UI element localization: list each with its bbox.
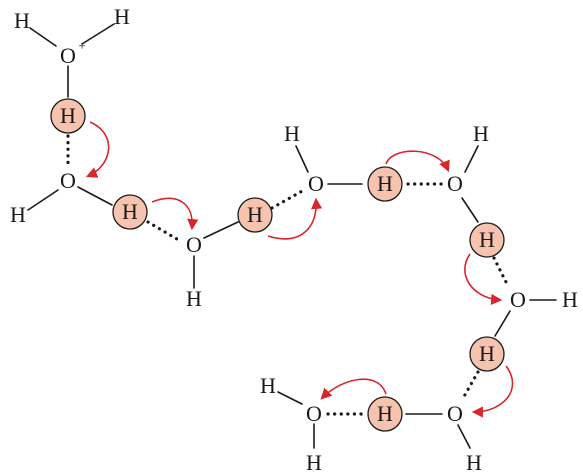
- proton-label: H: [247, 202, 263, 227]
- arrow-shift-1: [85, 121, 110, 178]
- hydrogen-label: H: [260, 373, 276, 398]
- atom-labels: H H O + H H H H H H H O H O H H O H O O …: [10, 4, 578, 475]
- proton-label: H: [60, 103, 76, 128]
- proton-shift-arrows: [85, 121, 514, 418]
- proton-circle-2: [112, 194, 148, 230]
- proton-circle-4: [367, 166, 403, 202]
- hydrogen-label: H: [114, 4, 130, 29]
- oxygen-label: O: [60, 43, 76, 68]
- hydrogen-label: H: [186, 286, 202, 311]
- hydrogen-label: H: [562, 287, 578, 312]
- bond-o5-p5: [461, 197, 479, 223]
- oxygen-label: O: [447, 171, 463, 196]
- bond-o2-p2: [77, 186, 113, 206]
- proton-label: H: [377, 171, 393, 196]
- oxygen-label: O: [510, 287, 526, 312]
- arrow-shift-5: [464, 253, 503, 305]
- bond-h8-o7: [277, 391, 303, 405]
- hydrogen-label: H: [473, 121, 489, 146]
- hydrogen-label: H: [10, 202, 26, 227]
- protons: [50, 98, 505, 432]
- proton-label: H: [122, 199, 138, 224]
- bond-o3-p3: [203, 221, 239, 239]
- bond-h6-o5: [464, 145, 479, 173]
- bond-o8-h10: [457, 424, 471, 449]
- hbond-p6-o8: [460, 370, 480, 402]
- arrow-shift-6: [471, 365, 514, 418]
- hydrogen-label: H: [466, 450, 482, 475]
- bond-h5-o4: [295, 145, 309, 173]
- proton-circle-1: [50, 98, 86, 134]
- hbond-p2-o3: [146, 220, 184, 244]
- hydrogen-label: H: [284, 121, 300, 146]
- bond-h3-o2: [27, 189, 59, 211]
- hbond-p3-o4: [270, 188, 306, 210]
- hydrogen-label: H: [306, 450, 322, 475]
- oxygen-label: O: [308, 171, 324, 196]
- proton-label: H: [479, 341, 495, 366]
- oxygen-label: O: [186, 232, 202, 257]
- arrow-shift-3: [267, 197, 323, 240]
- arrow-shift-2: [151, 197, 199, 231]
- bond-h2-o1: [81, 23, 115, 45]
- oxygen-label: O: [447, 401, 463, 426]
- proton-circle-7: [367, 396, 403, 432]
- hydrogen-bonds: [66, 134, 510, 416]
- arrow-shift-4: [385, 150, 450, 173]
- hbond-p5-o6: [492, 256, 510, 288]
- hydrogen-label: H: [14, 8, 30, 33]
- arrow-shift-7: [320, 378, 387, 400]
- covalent-bonds: [27, 23, 557, 449]
- bond-o6-p6: [494, 310, 511, 337]
- bond-h1-o1: [29, 27, 57, 47]
- proton-label: H: [479, 227, 495, 252]
- proton-circle-6: [469, 336, 505, 372]
- oxygen-label: O: [60, 168, 76, 193]
- oxygen-label: O: [306, 401, 322, 426]
- proton-label: H: [377, 401, 393, 426]
- positive-charge-label: +: [78, 38, 85, 53]
- proton-circle-5: [469, 222, 505, 258]
- proton-circle-3: [237, 197, 273, 233]
